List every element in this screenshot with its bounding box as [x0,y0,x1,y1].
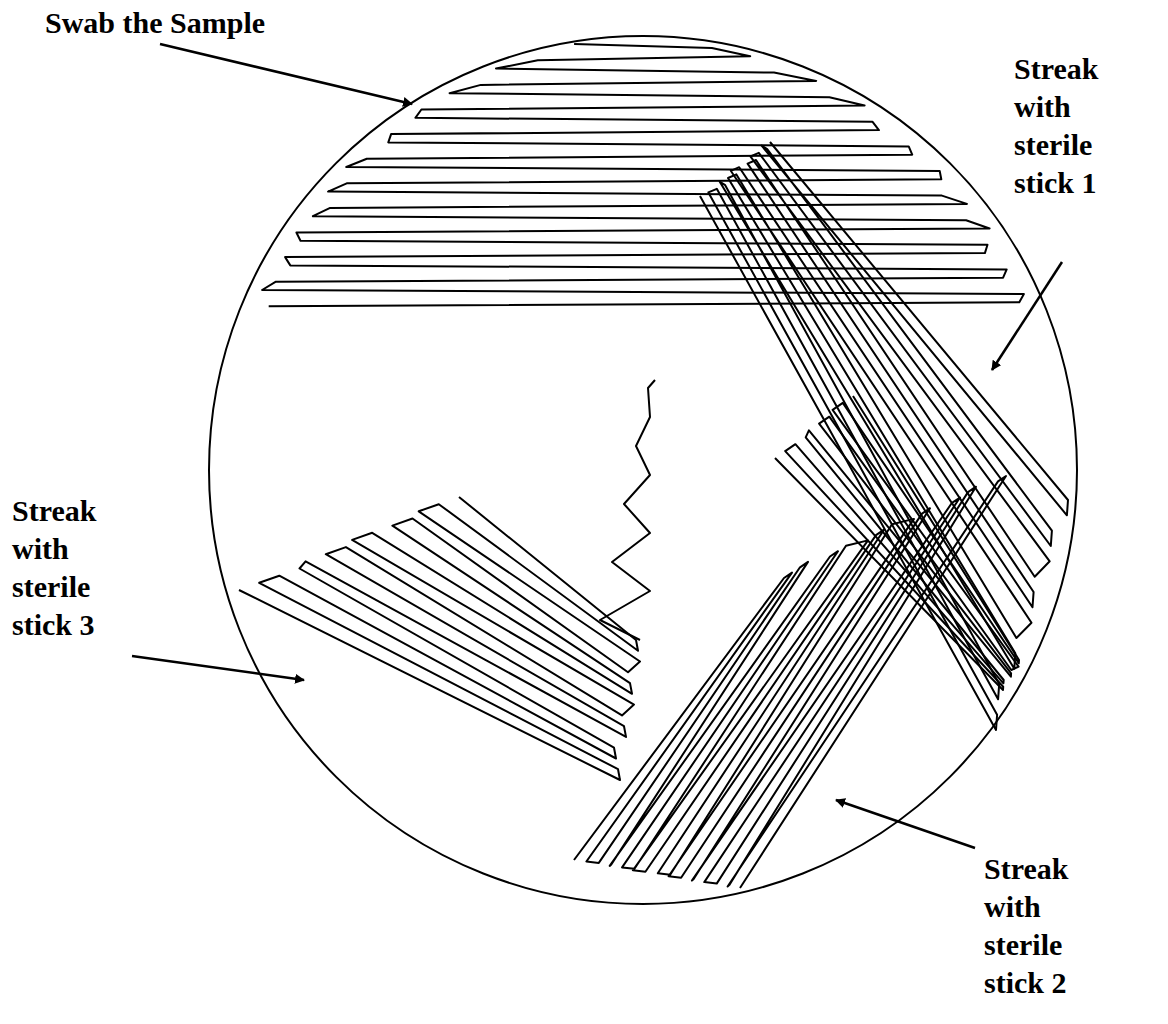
leader-arrow [132,656,304,680]
leader-arrow [992,262,1062,370]
callout-label: Swab the Sample [45,4,465,42]
leader-arrow [160,44,412,104]
streak-lines [239,44,1068,888]
streak [574,476,1006,888]
streak [239,497,640,780]
streak [262,44,1024,306]
leader-arrow [836,800,975,848]
callout-label: Streak with sterile stick 3 [12,492,150,644]
leader-arrows [132,44,1062,848]
callout-label: Streak with sterile stick 2 [984,850,1122,1002]
streak [600,380,655,640]
petri-dish [209,36,1077,904]
callout-label: Streak with sterile stick 1 [1014,50,1152,202]
